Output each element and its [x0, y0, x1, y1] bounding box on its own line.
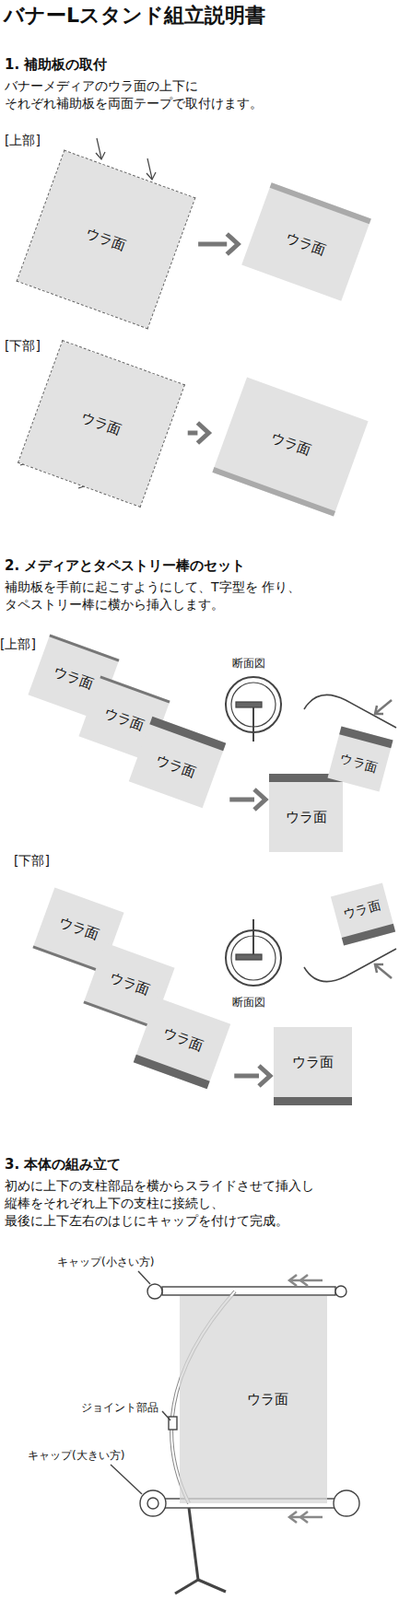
banner-media: ウラ面 [269, 774, 343, 853]
part-label: [上部] [0, 635, 36, 654]
panel-label: ウラ面 [56, 914, 102, 945]
view-label: 断面図 [232, 995, 266, 1010]
panel-label: ウラ面 [292, 1054, 334, 1072]
panel-label: ウラ面 [161, 1024, 207, 1056]
banner-media: ウラ面 [330, 882, 396, 946]
banner-media: ウラ面 [211, 376, 368, 517]
panel-label: ウラ面 [246, 1391, 289, 1409]
part-label: [上部] [4, 131, 41, 150]
panel-label: ウラ面 [79, 408, 125, 439]
section-heading: 3. 本体の組み立て [4, 1155, 121, 1174]
part-label: [下部] [4, 337, 41, 355]
panel-label: ウラ面 [282, 229, 329, 260]
instruction-text: 初めに上下の支柱部品を横からスライドさせて挿入し 縦棒をそれぞれ上下の支柱に接続… [4, 1177, 396, 1231]
banner-media: ウラ面 [17, 151, 195, 329]
section-heading: 2. メディアとタペストリー棒のセット [4, 556, 246, 576]
panel-label: ウラ面 [338, 750, 380, 776]
instruction-text: バナーメディアのウラ面の上下に それぞれ補助板を両面テープで取付けます。 [4, 77, 396, 113]
banner-media: ウラ面 [18, 340, 184, 506]
step-arrow [229, 789, 266, 810]
view-label: 断面図 [232, 656, 266, 671]
panel-label: ウラ面 [106, 969, 153, 1000]
section-heading: 1. 補助板の取付 [4, 55, 107, 74]
callout-label: ジョイント部品 [81, 1400, 159, 1416]
callout-label: キャップ(小さい方) [57, 1255, 154, 1270]
panel-label: ウラ面 [153, 751, 200, 782]
instruction-text: 補助板を手前に起こすようにして、T字型を 作り、タペストリー棒に横から挿入します… [4, 578, 396, 614]
panel-label: ウラ面 [285, 809, 328, 827]
step-arrow [198, 234, 238, 255]
step-arrow [234, 1066, 270, 1087]
page-title: バナーLスタンド組立説明書 [3, 1, 266, 30]
panel-label: ウラ面 [269, 429, 315, 460]
step-arrow [187, 422, 210, 444]
banner-media: ウラ面 [241, 182, 372, 302]
panel-label: ウラ面 [50, 663, 96, 694]
panel-label: ウラ面 [83, 223, 130, 255]
part-label: [下部] [13, 852, 50, 870]
callout-label: キャップ(大きい方) [27, 1448, 125, 1464]
panel-label: ウラ面 [101, 704, 147, 736]
banner-media: ウラ面 [273, 1027, 353, 1106]
panel-label: ウラ面 [340, 897, 383, 924]
banner-media: ウラ面 [179, 1296, 328, 1504]
